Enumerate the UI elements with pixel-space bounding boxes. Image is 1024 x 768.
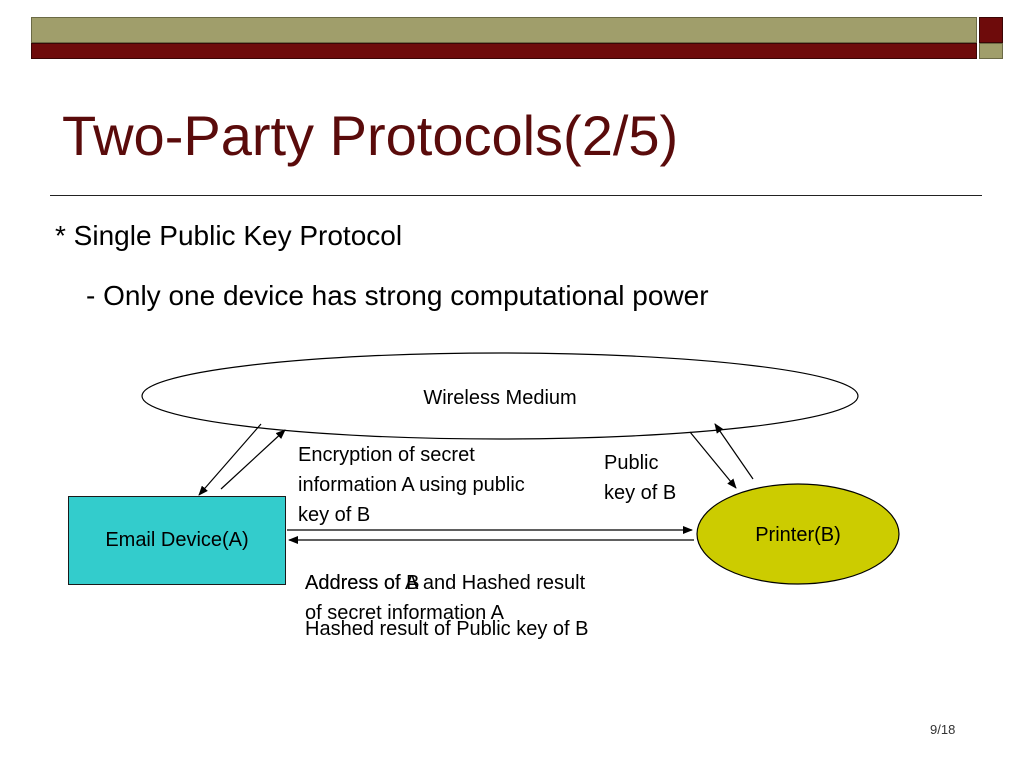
- email-device-label: Email Device(A): [105, 529, 249, 551]
- bullet-computational-power: - Only one device has strong computation…: [86, 280, 709, 311]
- public-key-label-line: Public: [604, 452, 659, 474]
- public-key-label-line: key of B: [604, 482, 677, 504]
- hashed-public-key-line: Hashed result of Public key of B: [305, 618, 589, 640]
- corner-square-maroon: [979, 17, 1003, 43]
- wireless-medium-ellipse: [141, 352, 859, 440]
- address-a-hash-label: Address of A and Hashed result of secret…: [305, 568, 585, 628]
- header-band-olive: [31, 17, 977, 43]
- address-a-hash-line: of secret information A: [305, 602, 504, 624]
- corner-square-olive: [979, 43, 1003, 59]
- arrow-printer-to-medium: [714, 423, 754, 480]
- address-b-hash-label: Address of B Hashed result of Public key…: [305, 568, 675, 644]
- encryption-label: Encryption of secret information A using…: [298, 440, 525, 530]
- arrow-device-a-to-medium: [220, 429, 286, 490]
- address-a-hash-line: Address of A and Hashed result: [305, 572, 586, 594]
- arrow-medium-to-device-a: [198, 423, 262, 496]
- email-device-box: Email Device(A): [68, 496, 286, 585]
- printer-label: Printer(B): [755, 524, 841, 546]
- slide-title: Two-Party Protocols(2/5): [62, 104, 679, 167]
- encryption-label-line: information A using public: [298, 474, 525, 496]
- printer-ellipse: [696, 483, 900, 585]
- page-number: 9/18: [930, 722, 956, 737]
- title-underline: [50, 195, 982, 196]
- encryption-label-line: Encryption of secret: [298, 444, 475, 466]
- bullet-single-public-key: * Single Public Key Protocol: [55, 220, 403, 251]
- arrow-medium-to-printer: [689, 431, 737, 489]
- wireless-medium-label: Wireless Medium: [423, 387, 577, 409]
- encryption-label-line: key of B: [298, 504, 371, 526]
- public-key-label: Public key of B: [604, 448, 676, 508]
- address-b-line: Address of B: [305, 572, 420, 594]
- header-band-maroon: [31, 43, 977, 59]
